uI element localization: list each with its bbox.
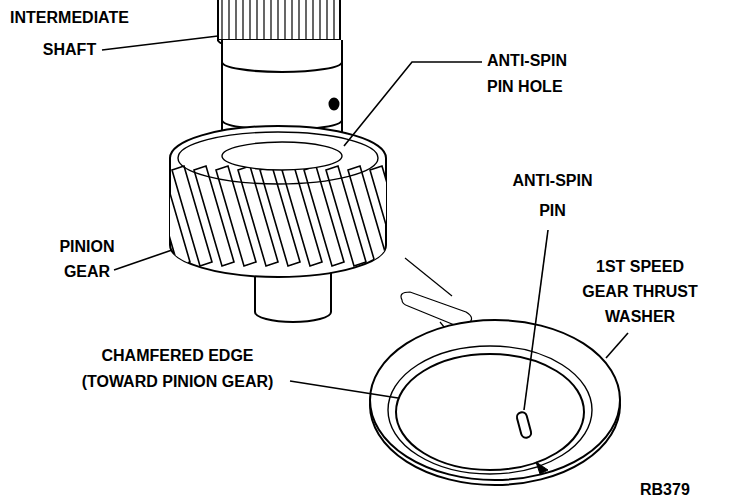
part-label: PINION GEAR [42,234,132,284]
spline [228,0,229,40]
part-label: ANTI-SPIN PIN [505,166,600,226]
figure-code: RB379 [640,480,720,500]
spline [277,0,278,40]
pin-hole [330,99,339,110]
spline [291,0,292,40]
leader-line [102,36,218,50]
spline [263,0,264,40]
spline [221,0,222,40]
leader-line [344,62,482,146]
spline [326,0,327,40]
spline [319,0,320,40]
leader-line [290,381,398,398]
leader-line [524,230,548,410]
spline [333,0,334,40]
spline [284,0,285,40]
part-label: INTERMEDIATE SHAFT [2,2,137,66]
spline [270,0,271,40]
spline [242,0,243,40]
part-label: CHAMFERED EDGE (TOWARD PINION GEAR) [70,343,285,395]
spline [305,0,306,40]
pinion-gear [150,126,410,322]
leader-line [606,333,628,358]
spline [256,0,257,40]
part-label: ANTI-SPIN PIN HOLE [487,48,582,100]
leader-line [114,250,172,270]
anti-spin-pin [516,411,532,439]
part-label: 1ST SPEED GEAR THRUST WASHER [575,254,705,329]
pin-slot [401,292,472,326]
spline [298,0,299,40]
spline [312,0,313,40]
gear-tooth [370,166,410,266]
spline [235,0,236,40]
spline [249,0,250,40]
thrust-washer [370,320,620,485]
